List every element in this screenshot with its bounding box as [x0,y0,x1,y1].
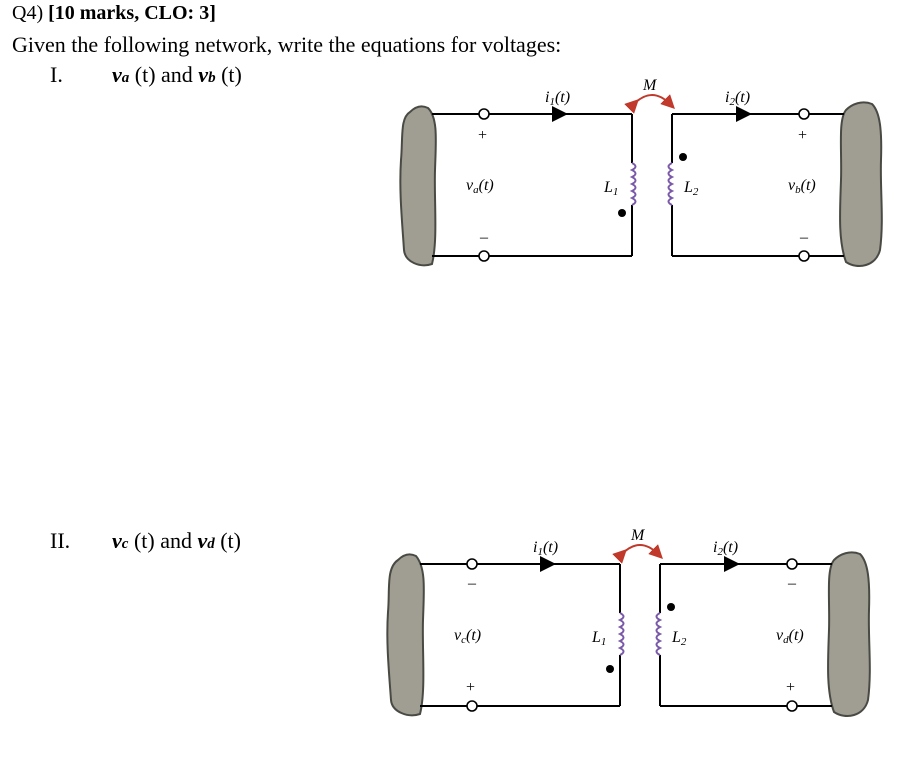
c2-right-bottom-sign: + [786,679,795,696]
question-marks: [10 marks, CLO: 3] [48,2,216,24]
c1-left-top-sign: + [478,127,487,144]
c2-l2-label: L2 [671,629,687,648]
c2-vc-label: vc(t) [454,627,481,646]
c1-left-bottom-sign: – [479,229,489,246]
part-1-heading: I.va (t) and vb (t) [50,62,242,87]
l2-polarity-dot [679,153,687,161]
mutual-coupling-arrow [624,94,675,114]
left-source-block [386,553,425,717]
l1-polarity-dot [618,209,626,217]
right-source-block [827,551,871,717]
c2-i1-label: i1(t) [533,539,558,558]
circuit-1: i1(t) i2(t) M L1 L2 va(t) vb(t) + – + – [399,77,883,267]
c1-va-label: va(t) [466,177,494,196]
part-2-heading: II.vc (t) and vd (t) [50,528,241,553]
left-source-block [399,105,437,267]
l2-polarity-dot [667,603,675,611]
c2-l1-label: L1 [591,629,606,648]
right-source-block [839,101,883,267]
c1-mutual-label: M [642,77,658,94]
c2-i2-label: i2(t) [713,539,738,558]
c1-l2-label: L2 [683,179,699,198]
c2-mutual-label: M [630,527,646,544]
inductor-l2 [667,162,675,206]
c1-i1-label: i1(t) [545,89,570,108]
circuit-2: i1(t) i2(t) M L1 L2 vc(t) vd(t) – + – + [386,527,871,717]
c1-vb-label: vb(t) [788,177,816,196]
c1-right-top-sign: + [798,127,807,144]
question-number: Q4) [12,2,44,24]
c2-left-top-sign: – [467,575,477,592]
inductor-l1 [629,162,637,206]
l1-polarity-dot [606,665,614,673]
part-1-numeral: I. [50,62,63,87]
part-2-numeral: II. [50,528,71,553]
c2-left-bottom-sign: + [466,679,475,696]
c2-vd-label: vd(t) [776,627,804,646]
c1-right-bottom-sign: – [799,229,809,246]
question-header: Q4) [10 marks, CLO: 3] [12,2,216,25]
inductor-l2 [655,612,663,656]
inductor-l1 [617,612,625,656]
question-prompt: Given the following network, write the e… [12,32,562,57]
c1-i2-label: i2(t) [725,89,750,108]
c2-right-top-sign: – [787,575,797,592]
mutual-coupling-arrow [612,544,663,564]
c1-l1-label: L1 [603,179,618,198]
